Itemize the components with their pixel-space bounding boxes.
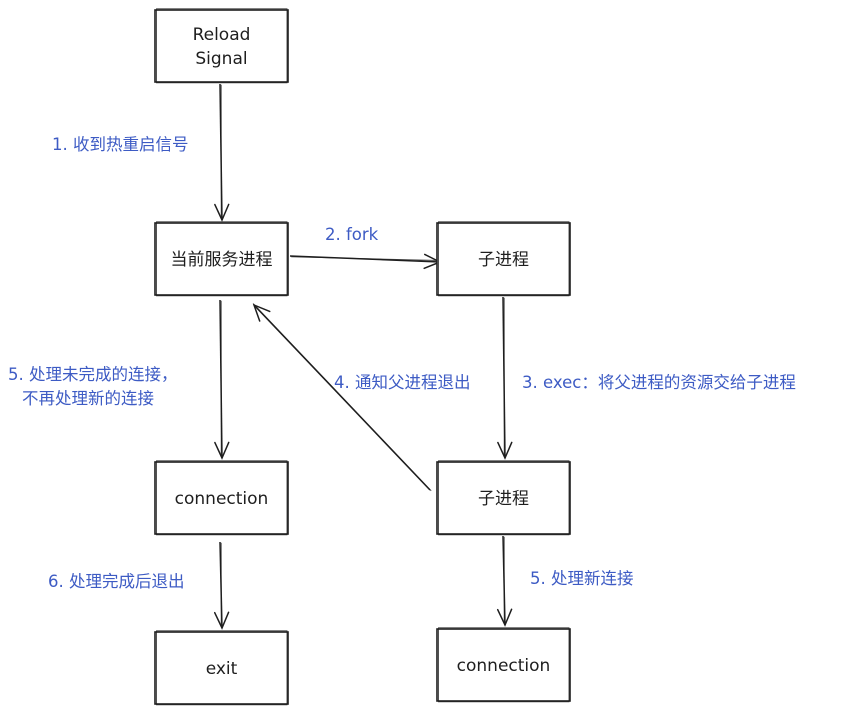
node-box bbox=[436, 222, 571, 296]
edge-line-sketch bbox=[252, 303, 432, 492]
edge-label: 1. 收到热重启信号 bbox=[52, 135, 189, 154]
node-current-service: 当前服务进程 bbox=[154, 221, 289, 297]
node-box bbox=[436, 628, 571, 702]
edge-current_service-to-connection_left: 5. 处理未完成的连接， 不再处理新的连接 bbox=[8, 299, 230, 460]
node-box-sketch bbox=[156, 460, 288, 536]
arrowhead bbox=[214, 441, 230, 460]
edge-child_process_2-to-connection_right: 5. 处理新连接 bbox=[496, 535, 634, 627]
node-child-process-2: 子进程 bbox=[436, 460, 571, 536]
node-box bbox=[436, 461, 571, 535]
node-box-sketch bbox=[156, 630, 288, 706]
edge-connection_left-to-exit: 6. 处理完成后退出 bbox=[48, 541, 230, 630]
arrowhead bbox=[214, 203, 230, 222]
arrowhead bbox=[213, 611, 230, 630]
node-label: 子进程 bbox=[478, 489, 529, 509]
edge-label: 5. 处理未完成的连接， bbox=[8, 365, 178, 384]
node-connection-right: connection bbox=[436, 627, 571, 703]
edge-label: 5. 处理新连接 bbox=[530, 569, 634, 588]
node-box-sketch bbox=[438, 627, 570, 703]
node-exit: exit bbox=[154, 630, 289, 706]
arrowhead bbox=[497, 441, 513, 460]
edge-label: 6. 处理完成后退出 bbox=[48, 572, 185, 591]
arrowhead bbox=[496, 608, 513, 627]
node-box bbox=[154, 222, 289, 296]
edge-line-sketch bbox=[291, 256, 440, 261]
node-box bbox=[154, 631, 289, 705]
node-label: 子进程 bbox=[478, 250, 529, 270]
node-box-sketch bbox=[156, 221, 288, 297]
node-label: connection bbox=[457, 656, 551, 676]
edge-child_process_2-to-current_service: 4. 通知父进程退出 bbox=[252, 303, 471, 492]
edge-label: 4. 通知父进程退出 bbox=[334, 373, 471, 392]
edge-label: 2. fork bbox=[325, 225, 379, 244]
node-box-sketch bbox=[156, 8, 288, 84]
node-label: Reload bbox=[193, 25, 251, 45]
node-child-process-1: 子进程 bbox=[436, 221, 571, 297]
node-label: connection bbox=[175, 489, 269, 509]
arrowhead bbox=[252, 303, 271, 322]
edge-label: 3. exec：将父进程的资源交给子进程 bbox=[522, 373, 796, 392]
node-connection-left: connection bbox=[154, 460, 289, 536]
node-box-sketch bbox=[438, 460, 570, 536]
edge-reload_signal-to-current_service: 1. 收到热重启信号 bbox=[52, 83, 230, 222]
node-label: 当前服务进程 bbox=[171, 250, 273, 270]
edge-child_process_1-to-child_process_2: 3. exec：将父进程的资源交给子进程 bbox=[497, 296, 796, 460]
node-box bbox=[154, 9, 289, 83]
node-label: Signal bbox=[195, 49, 247, 69]
edge-current_service-to-child_process_1: 2. fork bbox=[289, 225, 442, 270]
node-box-sketch bbox=[438, 221, 570, 297]
node-label: exit bbox=[206, 659, 238, 679]
node-box bbox=[154, 461, 289, 535]
edge-label: 不再处理新的连接 bbox=[22, 389, 154, 408]
